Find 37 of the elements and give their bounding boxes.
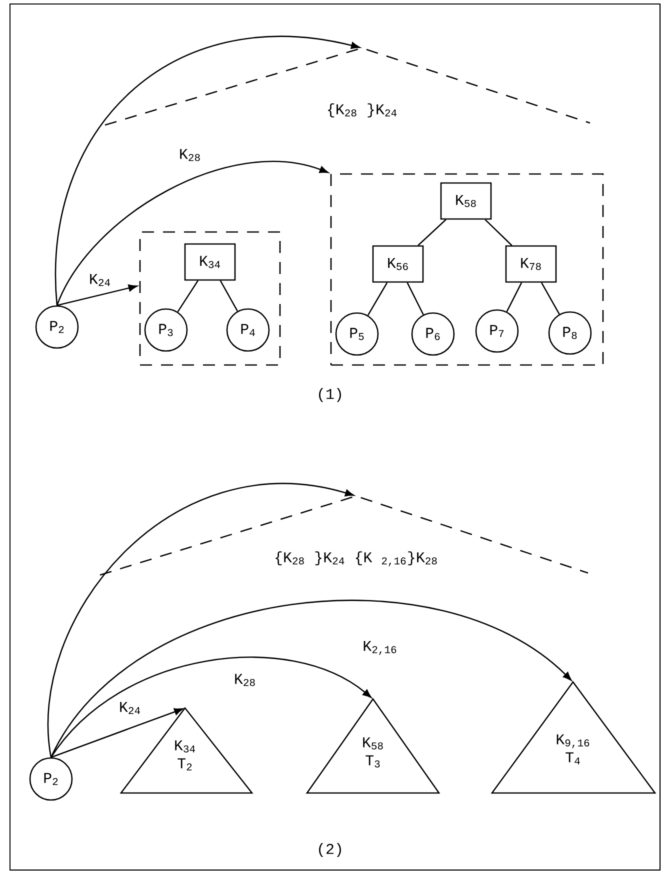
figure-label: (2) — [319, 843, 341, 857]
circle-node: P$_{2}$ — [35, 305, 79, 349]
edge-label: K$_{28}$ — [232, 672, 258, 688]
tree-line — [506, 282, 522, 312]
key-box: K$_{58}$ — [440, 182, 492, 220]
tree-line — [540, 282, 560, 314]
key-box: K$_{56}$ — [372, 245, 424, 283]
edge-label: K$_{24}$ — [88, 273, 112, 288]
tree-line — [220, 280, 238, 312]
circle-node: P$_{7}$ — [475, 309, 519, 353]
tree-line — [177, 280, 198, 312]
circle-node: P$_{8}$ — [548, 311, 592, 355]
arrow — [50, 708, 184, 758]
key-box: K$_{34}$ — [184, 243, 236, 281]
dashed-box — [330, 173, 604, 366]
edge-label: K$_{28}$ — [178, 148, 202, 162]
arrow — [50, 600, 572, 758]
tree-line — [406, 282, 424, 315]
circle-node: P$_{3}$ — [144, 308, 188, 352]
arrow — [55, 36, 360, 306]
dashed-box — [139, 231, 281, 366]
arrow — [56, 160, 328, 306]
dashed-roof: {K$_{28}$ }K$_{24}$ {K $_{2,16}$}K$_{28}$ — [100, 495, 588, 576]
arrow — [47, 484, 354, 758]
arrow — [50, 657, 372, 758]
arrow — [56, 284, 138, 306]
edge-label: K$_{2,16}$ — [362, 640, 398, 656]
figure-label: (1) — [319, 388, 341, 402]
tree-line — [484, 219, 512, 246]
tree-line — [367, 282, 388, 316]
dashed-roof: {K$_{28}$ }K$_{24}$ — [104, 47, 590, 126]
circle-node: P$_{5}$ — [335, 312, 379, 356]
circle-node: P$_{2}$ — [29, 757, 73, 801]
tree-line — [418, 219, 446, 246]
key-box: K$_{78}$ — [505, 245, 557, 283]
circle-node: P$_{6}$ — [411, 312, 455, 356]
circle-node: P$_{4}$ — [226, 308, 270, 352]
